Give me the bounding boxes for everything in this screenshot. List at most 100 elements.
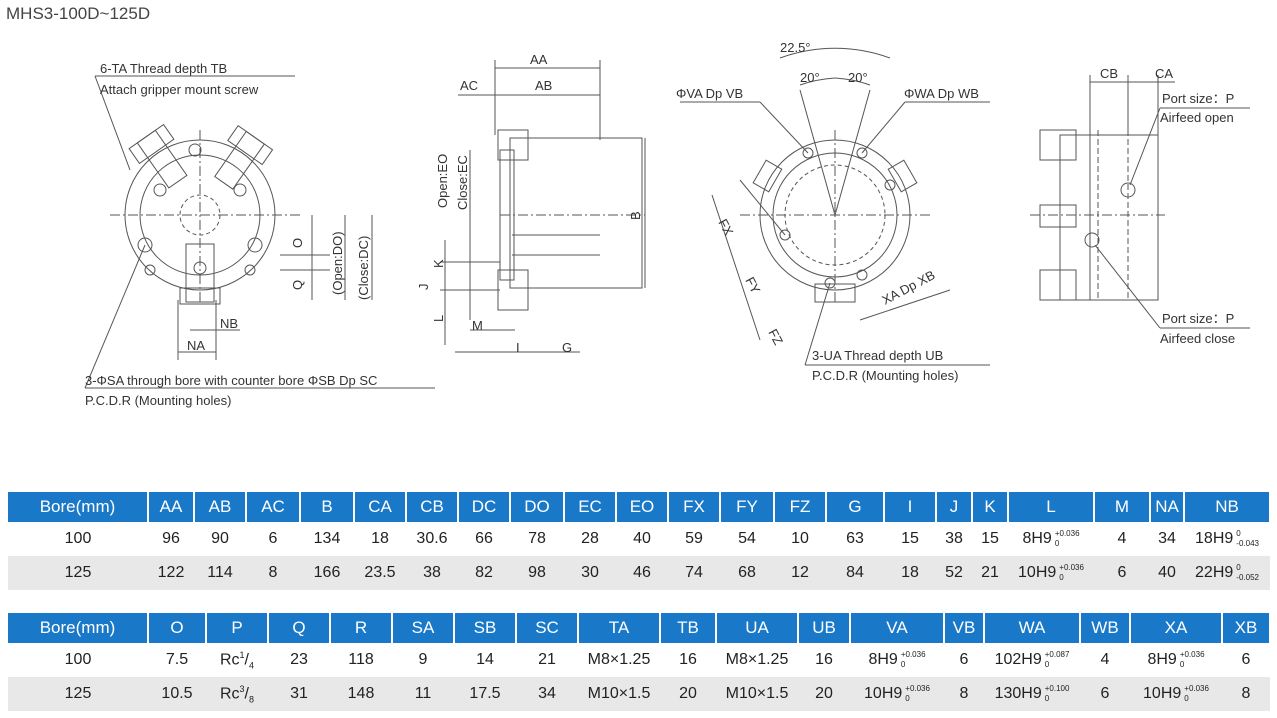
cell-wa-value: 102H9 — [994, 651, 1042, 669]
p-denominator: 8 — [249, 694, 255, 705]
label-port-open-size: Port size：P — [1162, 91, 1234, 106]
cell-m: 4 — [1117, 530, 1127, 547]
dim-20-right: 20° — [848, 70, 868, 85]
p-numerator: 1 — [239, 649, 245, 660]
tol-lower: -0.043 — [1236, 539, 1259, 548]
label-pcdr-rear: P.C.D.R (Mounting holes) — [812, 368, 958, 383]
col-header: R — [330, 613, 393, 643]
label-port-close-size: Port size：P — [1162, 311, 1234, 326]
dim-i: I — [516, 340, 520, 355]
label-va: ΦVA Dp VB — [676, 86, 743, 101]
cell-sc: 34 — [516, 677, 578, 711]
dim-dc: (Close:DC) — [356, 236, 371, 300]
cell-ub: 16 — [815, 651, 833, 668]
col-header: DC — [458, 492, 511, 522]
label-airfeed-close: Airfeed close — [1160, 331, 1235, 346]
cell-i: 18 — [884, 556, 936, 590]
tol-upper: +0.036 — [1059, 563, 1084, 572]
label-wa: ΦWA Dp WB — [904, 86, 979, 101]
cell-fx: 74 — [668, 556, 720, 590]
cell-ec: 28 — [581, 530, 599, 547]
col-header: B — [300, 492, 355, 522]
col-header: Bore(mm) — [8, 613, 149, 643]
tol-upper: +0.036 — [905, 684, 930, 693]
col-header: TB — [660, 613, 717, 643]
cell-do: 78 — [528, 530, 546, 547]
cell-tb: 16 — [679, 651, 697, 668]
cell-o: 7.5 — [165, 651, 189, 668]
spec-table-1: Bore(mm) AA AB AC B CA CB DC DO EC EO FX… — [8, 492, 1271, 590]
cell-ua: M8×1.25 — [725, 651, 789, 668]
col-header: FY — [720, 492, 775, 522]
cell-g: 63 — [846, 530, 864, 547]
tol-lower: 0 — [905, 694, 910, 703]
col-header: CA — [354, 492, 407, 522]
dim-eo: Open:EO — [435, 154, 450, 208]
dim-o: O — [290, 238, 305, 248]
tol-upper: +0.036 — [1184, 684, 1209, 693]
cell-fz: 12 — [774, 556, 826, 590]
col-header: I — [884, 492, 937, 522]
cell-bore: 100 — [64, 651, 92, 668]
col-header: TA — [578, 613, 661, 643]
tol-lower: 0 — [1044, 694, 1050, 703]
cell-sb: 17.5 — [454, 677, 516, 711]
dim-fz: FZ — [765, 326, 786, 347]
p-numerator: 3 — [239, 683, 245, 694]
cell-xa-value: 10H9 — [1143, 685, 1182, 703]
col-header: CB — [406, 492, 459, 522]
dim-g: G — [562, 340, 572, 355]
label-xa: XA Dp XB — [879, 267, 937, 307]
cell-va-value: 8H9 — [868, 651, 898, 669]
label-ta-thread: 6-TA Thread depth TB — [100, 61, 227, 76]
tol-lower: 0 — [1179, 660, 1185, 669]
cell-k: 21 — [972, 556, 1008, 590]
tol-lower: 0 — [1184, 694, 1189, 703]
table-header-row: Bore(mm) O P Q R SA SB SC TA TB UA UB VA… — [8, 613, 1271, 643]
side-view — [440, 60, 646, 353]
cell-bore: 100 — [64, 530, 92, 547]
cell-ta: M8×1.25 — [587, 651, 651, 668]
cell-eo: 46 — [616, 556, 668, 590]
col-header: UB — [798, 613, 851, 643]
cell-aa: 122 — [148, 556, 194, 590]
tol-upper: +0.036 — [1054, 529, 1080, 538]
cell-dc: 82 — [458, 556, 510, 590]
cell-cb: 30.6 — [416, 530, 448, 547]
cell-fx: 59 — [685, 530, 703, 547]
cell-sa: 9 — [418, 651, 428, 668]
cell-na: 40 — [1150, 556, 1184, 590]
dim-do: (Open:DO) — [330, 231, 345, 295]
col-header: SB — [454, 613, 517, 643]
dim-m: M — [472, 318, 483, 333]
cell-ca: 18 — [371, 530, 389, 547]
col-header: AC — [246, 492, 301, 522]
dim-fy: FY — [742, 274, 763, 296]
label-ua: 3-UA Thread depth UB — [812, 348, 943, 363]
table-row: 100 7.5 Rc1/4 23 118 9 14 21 M8×1.25 16 … — [8, 643, 1270, 677]
dim-q: Q — [290, 280, 305, 290]
cell-xb: 8 — [1222, 677, 1270, 711]
cell-j: 38 — [945, 530, 963, 547]
cell-ca: 23.5 — [354, 556, 406, 590]
col-header: O — [148, 613, 207, 643]
table-row: 125 122 114 8 166 23.5 38 82 98 30 46 74… — [8, 556, 1270, 590]
cell-wb: 6 — [1080, 677, 1130, 711]
tol-upper: +0.100 — [1044, 684, 1070, 693]
cell-fy: 54 — [738, 530, 756, 547]
tol-upper: +0.036 — [900, 650, 926, 659]
cell-k: 15 — [981, 530, 999, 547]
table-row: 125 10.5 Rc3/8 31 148 11 17.5 34 M10×1.5… — [8, 677, 1270, 711]
col-header: EC — [564, 492, 617, 522]
cell-eo: 40 — [633, 530, 651, 547]
dim-fx: FX — [715, 216, 736, 238]
tol-lower: 0 — [900, 660, 906, 669]
